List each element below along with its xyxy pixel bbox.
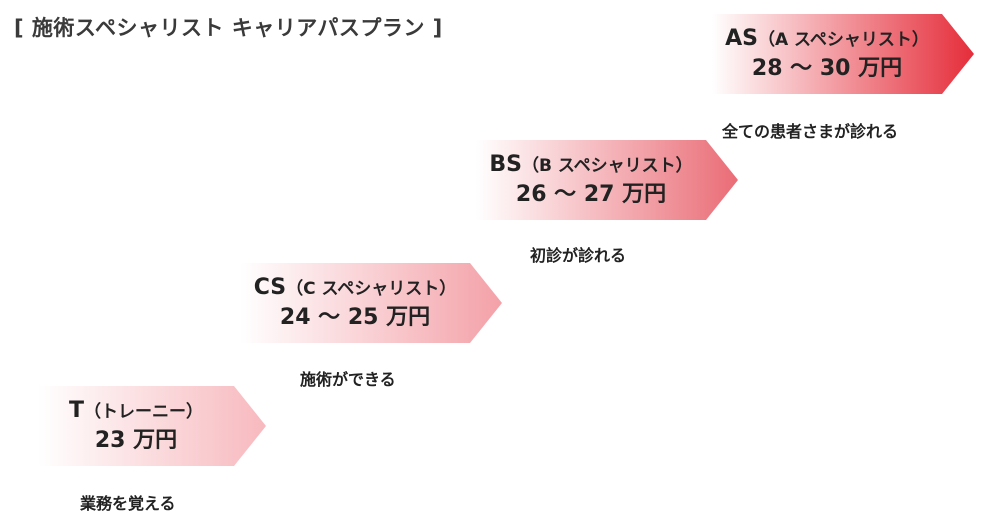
step-name-bs: BS（B スペシャリスト） [489,151,693,177]
step-name-as: AS（A スペシャリスト） [725,25,929,51]
step-salary-as: 28 ～ 30 万円 [751,55,903,81]
career-step-cs: CS（C スペシャリスト） 24 ～ 25 万円 [240,263,502,343]
step-arrow-as [712,14,974,94]
career-step-t: T（トレーニー） 23 万円 [38,386,266,466]
step-description-as: 全ての患者さまが診れる [722,122,899,141]
step-arrow-cs [240,263,502,343]
career-step-bs: BS（B スペシャリスト） 26 ～ 27 万円 [476,140,738,220]
step-name-cs: CS（C スペシャリスト） [253,274,457,300]
page-title: [ 施術スペシャリスト キャリアパスプラン ] [14,16,443,40]
career-step-as: AS（A スペシャリスト） 28 ～ 30 万円 [712,14,974,94]
step-description-t: 業務を覚える [80,494,176,513]
step-arrow-t [38,386,266,466]
step-description-cs: 施術ができる [300,370,396,389]
step-salary-cs: 24 ～ 25 万円 [279,304,431,330]
step-description-bs: 初診が診れる [530,246,627,265]
step-name-t: T（トレーニー） [68,397,203,423]
step-salary-bs: 26 ～ 27 万円 [515,181,667,207]
step-salary-t: 23 万円 [94,427,178,453]
step-arrow-bs [476,140,738,220]
